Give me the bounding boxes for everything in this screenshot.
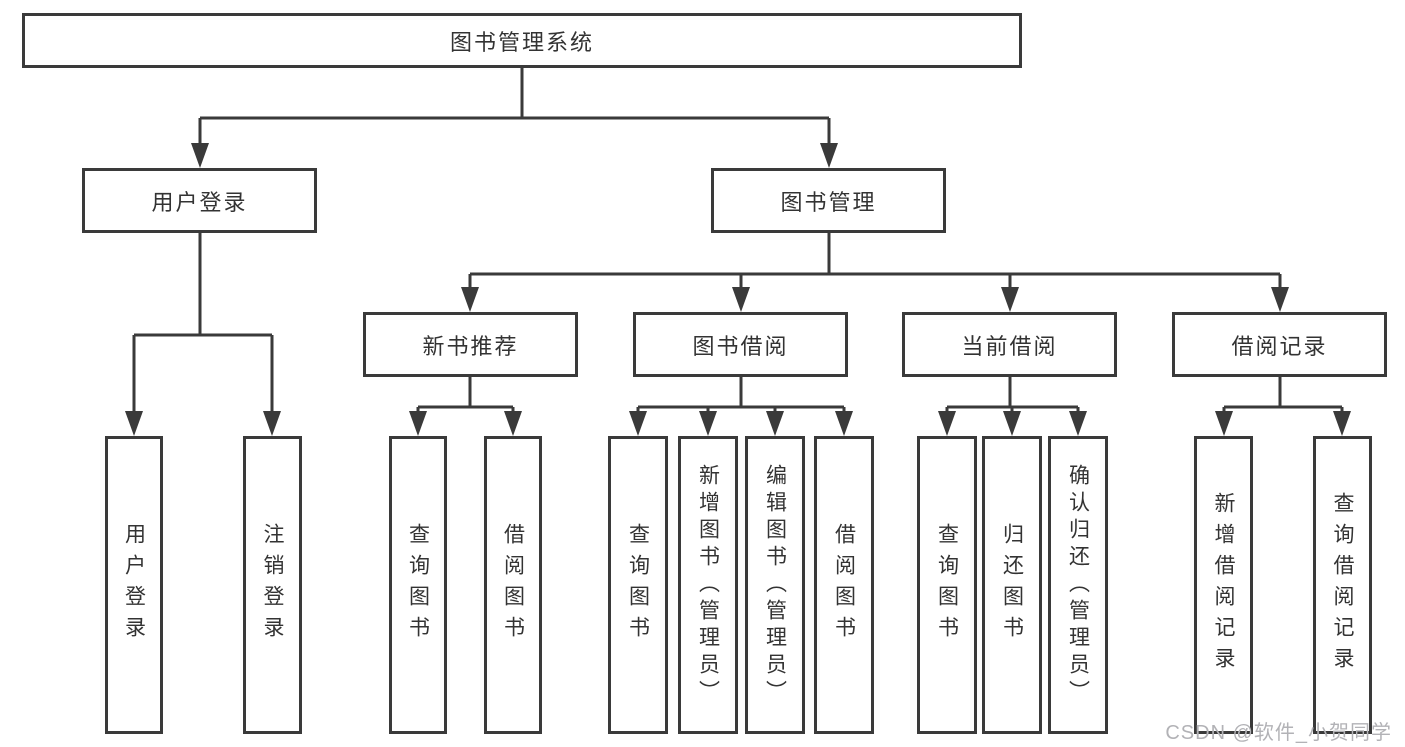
leaf-borrow-books: 借阅图书 bbox=[814, 436, 874, 734]
node-book-borrowing-label: 图书借阅 bbox=[692, 333, 789, 359]
leaf-return-book: 归还图书 bbox=[982, 436, 1042, 734]
node-borrowing-records-label: 借阅记录 bbox=[1231, 333, 1328, 359]
leaf-label: 新增借阅记录 bbox=[1212, 492, 1235, 678]
node-book-management-label: 图书管理 bbox=[780, 189, 877, 215]
arrow-icon bbox=[1215, 411, 1233, 436]
arrowheads bbox=[125, 143, 1351, 436]
arrow-icon bbox=[409, 411, 427, 436]
leaf-label: 查询借阅记录 bbox=[1331, 492, 1354, 678]
arrow-icon bbox=[263, 411, 281, 436]
tree-edges bbox=[132, 67, 1344, 412]
leaf-label: 借阅图书 bbox=[832, 523, 856, 647]
arrow-icon bbox=[766, 411, 784, 436]
node-root-label: 图书管理系统 bbox=[449, 29, 594, 55]
leaf-label: 编辑图书（管理员） bbox=[763, 463, 787, 707]
arrow-icon bbox=[699, 411, 717, 436]
arrow-icon bbox=[938, 411, 956, 436]
csdn-watermark: CSDN @软件_小贺同学 bbox=[1165, 722, 1392, 744]
leaf-label: 归还图书 bbox=[1000, 523, 1024, 647]
node-new-book-recommend: 新书推荐 bbox=[363, 312, 578, 377]
leaf-add-book-admin: 新增图书（管理员） bbox=[678, 436, 738, 734]
leaf-label: 确认归还（管理员） bbox=[1066, 463, 1090, 707]
arrow-icon bbox=[461, 287, 479, 312]
arrow-icon bbox=[835, 411, 853, 436]
node-new-book-recommend-label: 新书推荐 bbox=[422, 333, 519, 359]
arrow-icon bbox=[820, 143, 838, 168]
arrow-icon bbox=[1069, 411, 1087, 436]
leaf-query-books-current: 查询图书 bbox=[917, 436, 977, 734]
node-book-management: 图书管理 bbox=[711, 168, 946, 233]
node-borrowing-records: 借阅记录 bbox=[1172, 312, 1387, 377]
leaf-label: 借阅图书 bbox=[501, 523, 525, 647]
leaf-logout: 注销登录 bbox=[243, 436, 302, 734]
node-user-login-label: 用户登录 bbox=[151, 189, 248, 215]
leaf-label: 新增图书（管理员） bbox=[696, 463, 720, 707]
leaf-label: 用户登录 bbox=[122, 523, 146, 647]
leaf-label: 注销登录 bbox=[261, 523, 284, 647]
arrow-icon bbox=[191, 143, 209, 168]
arrow-icon bbox=[732, 287, 750, 312]
node-root: 图书管理系统 bbox=[22, 13, 1022, 68]
leaf-query-books-recommend: 查询图书 bbox=[389, 436, 447, 734]
leaf-label: 查询图书 bbox=[406, 523, 430, 647]
arrow-icon bbox=[629, 411, 647, 436]
leaf-query-books-borrowing: 查询图书 bbox=[608, 436, 668, 734]
leaf-label: 查询图书 bbox=[935, 523, 959, 647]
leaf-borrow-books-recommend: 借阅图书 bbox=[484, 436, 542, 734]
arrow-icon bbox=[1333, 411, 1351, 436]
leaf-confirm-return-admin: 确认归还（管理员） bbox=[1048, 436, 1108, 734]
leaf-edit-book-admin: 编辑图书（管理员） bbox=[745, 436, 805, 734]
node-current-borrowing-label: 当前借阅 bbox=[961, 333, 1058, 359]
leaf-add-borrow-record: 新增借阅记录 bbox=[1194, 436, 1253, 734]
leaf-user-login: 用户登录 bbox=[105, 436, 163, 734]
arrow-icon bbox=[125, 411, 143, 436]
arrow-icon bbox=[504, 411, 522, 436]
arrow-icon bbox=[1271, 287, 1289, 312]
arrow-icon bbox=[1001, 287, 1019, 312]
leaf-query-borrow-record: 查询借阅记录 bbox=[1313, 436, 1372, 734]
node-current-borrowing: 当前借阅 bbox=[902, 312, 1117, 377]
arrow-icon bbox=[1003, 411, 1021, 436]
leaf-label: 查询图书 bbox=[626, 523, 650, 647]
node-user-login: 用户登录 bbox=[82, 168, 317, 233]
node-book-borrowing: 图书借阅 bbox=[633, 312, 848, 377]
